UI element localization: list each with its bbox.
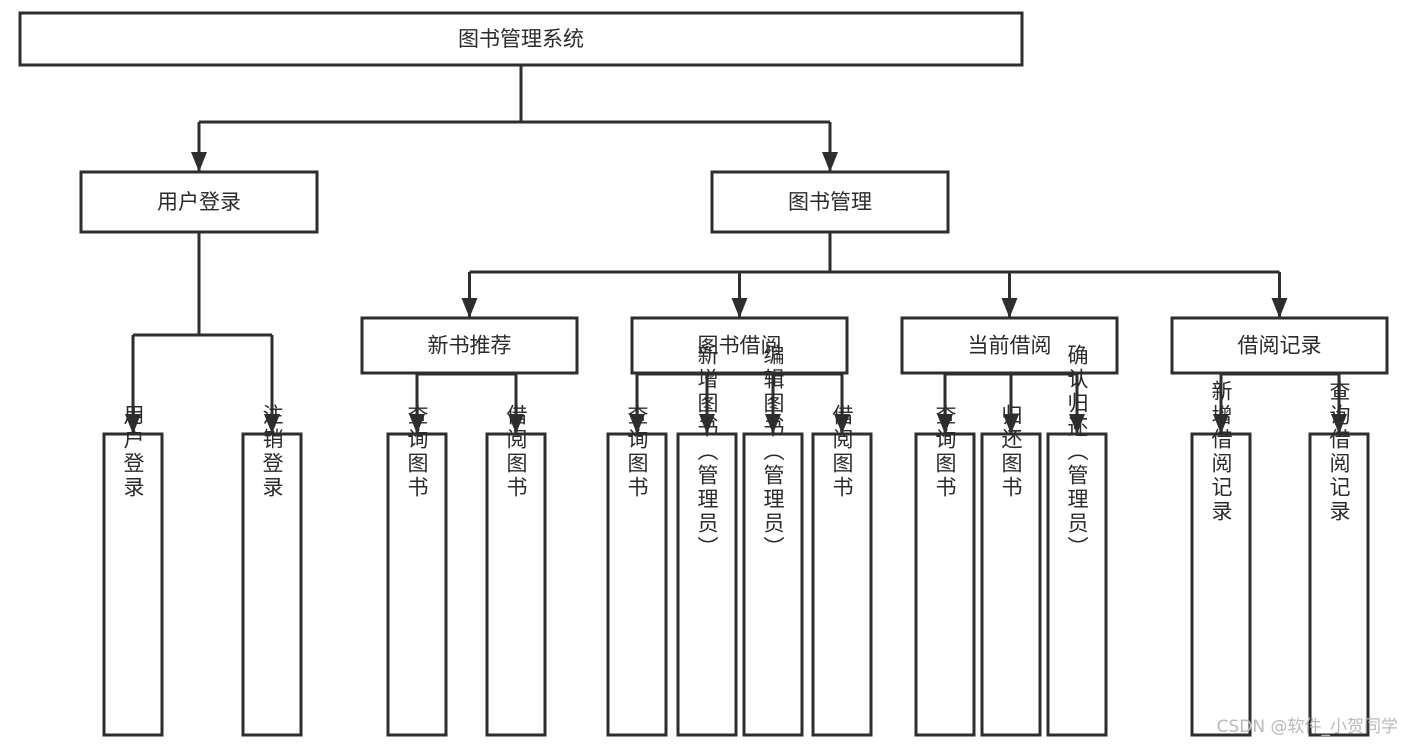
- arrow-head-borrow-record: [1271, 298, 1288, 318]
- edge-group-from-book-manage: [461, 232, 1288, 318]
- node-leaf-user-login[interactable]: 用户登录: [102, 404, 164, 737]
- csdn-watermark: CSDN @软件_小贺同学: [1217, 717, 1398, 737]
- arrow-head-leaf-borrow-book: [834, 414, 850, 434]
- node-leaf-query-record-box[interactable]: [1308, 432, 1370, 737]
- node-leaf-query-book-current[interactable]: 查询图书: [914, 404, 976, 737]
- arrow-head-leaf-confirm-return: [1069, 414, 1085, 434]
- arrow-head-leaf-edit-book: [765, 414, 781, 434]
- arrow-head-leaf-query-book-rec: [409, 414, 425, 434]
- arrow-head-leaf-borrow-book-rec: [508, 414, 524, 434]
- node-borrow-record[interactable]: 借阅记录: [1170, 316, 1389, 375]
- node-leaf-query-book-rec[interactable]: 查询图书: [386, 404, 448, 737]
- connector-layer: [125, 65, 1347, 434]
- node-book-manage-label: 图书管理: [788, 190, 872, 214]
- edge-group-from-book-borrow: [629, 372, 850, 434]
- node-book-manage-box[interactable]: [710, 170, 950, 234]
- node-leaf-edit-book-label: 编辑图书（管理员）: [761, 344, 785, 560]
- arrow-head-book-borrow: [731, 298, 748, 318]
- node-leaf-borrow-book-box[interactable]: [811, 432, 873, 737]
- node-leaf-query-book-borrow-label: 查询图书: [625, 404, 649, 500]
- node-leaf-add-book-label: 新增图书（管理员）: [695, 344, 719, 560]
- node-leaf-logout-box[interactable]: [241, 432, 303, 737]
- node-book-manage[interactable]: 图书管理: [710, 170, 950, 234]
- node-user-login[interactable]: 用户登录: [79, 170, 319, 234]
- node-leaf-add-book[interactable]: 新增图书（管理员）: [676, 344, 738, 737]
- arrow-head-leaf-return-book: [1003, 414, 1019, 434]
- arrow-head-leaf-add-record: [1213, 414, 1229, 434]
- node-leaf-confirm-return-label: 确认归还（管理员）: [1065, 344, 1089, 560]
- node-leaf-edit-book-box[interactable]: [742, 432, 804, 737]
- node-new-book-recommend[interactable]: 新书推荐: [360, 316, 579, 375]
- node-leaf-add-record-label: 新增借阅记录: [1209, 380, 1233, 524]
- node-borrow-record-label: 借阅记录: [1238, 334, 1322, 358]
- node-book-borrow-label: 图书借阅: [698, 334, 782, 358]
- arrow-head-leaf-query-record: [1331, 414, 1347, 434]
- node-leaf-query-book-current-label: 查询图书: [933, 404, 957, 500]
- edge-group-from-root: [191, 65, 838, 172]
- node-leaf-edit-book[interactable]: 编辑图书（管理员）: [742, 344, 804, 737]
- arrow-head-leaf-logout: [264, 414, 280, 434]
- node-root-box[interactable]: [18, 11, 1024, 67]
- node-leaf-return-book-label: 归还图书: [999, 404, 1023, 500]
- node-leaf-query-record-label: 查询借阅记录: [1327, 380, 1351, 524]
- node-leaf-query-record[interactable]: 查询借阅记录: [1308, 380, 1370, 737]
- node-root[interactable]: 图书管理系统: [18, 11, 1024, 67]
- node-current-borrow[interactable]: 当前借阅: [900, 316, 1119, 375]
- node-book-borrow[interactable]: 图书借阅: [630, 316, 849, 375]
- node-root-label: 图书管理系统: [458, 27, 584, 51]
- arrow-head-current-borrow: [1001, 298, 1018, 318]
- node-leaf-return-book[interactable]: 归还图书: [980, 404, 1042, 737]
- node-new-book-recommend-box[interactable]: [360, 316, 579, 375]
- arrow-head-new-book-recommend: [461, 298, 478, 318]
- node-leaf-logout-label: 注销登录: [260, 404, 284, 500]
- arrow-head-leaf-add-book: [699, 414, 715, 434]
- node-user-login-label: 用户登录: [157, 190, 241, 214]
- node-leaf-borrow-book-rec-box[interactable]: [485, 432, 547, 737]
- node-leaf-add-record-box[interactable]: [1190, 432, 1252, 737]
- arrow-head-leaf-user-login: [125, 414, 141, 434]
- node-current-borrow-box[interactable]: [900, 316, 1119, 375]
- node-leaf-query-book-rec-label: 查询图书: [405, 404, 429, 500]
- node-current-borrow-label: 当前借阅: [968, 334, 1052, 358]
- node-book-borrow-box[interactable]: [630, 316, 849, 375]
- node-leaf-user-login-box[interactable]: [102, 432, 164, 737]
- arrow-head-book-manage: [822, 152, 838, 172]
- node-leaf-borrow-book-rec[interactable]: 借阅图书: [485, 404, 547, 737]
- node-leaf-query-book-borrow-box[interactable]: [606, 432, 668, 737]
- node-leaf-logout[interactable]: 注销登录: [241, 404, 303, 737]
- node-leaf-borrow-book[interactable]: 借阅图书: [811, 404, 873, 737]
- node-leaf-return-book-box[interactable]: [980, 432, 1042, 737]
- arrow-head-user-login: [191, 152, 207, 172]
- arrow-head-leaf-query-book-borrow: [629, 414, 645, 434]
- arrow-head-leaf-query-book-current: [937, 414, 953, 434]
- node-new-book-recommend-label: 新书推荐: [428, 334, 512, 358]
- node-leaf-query-book-current-box[interactable]: [914, 432, 976, 737]
- node-layer: 图书管理系统用户登录图书管理新书推荐图书借阅当前借阅借阅记录用户登录注销登录查询…: [18, 11, 1389, 737]
- node-user-login-box[interactable]: [79, 170, 319, 234]
- node-leaf-confirm-return-box[interactable]: [1046, 432, 1108, 737]
- node-leaf-add-book-box[interactable]: [676, 432, 738, 737]
- edge-group-from-user-login: [125, 232, 280, 434]
- node-borrow-record-box[interactable]: [1170, 316, 1389, 375]
- node-leaf-user-login-label: 用户登录: [121, 404, 145, 500]
- node-leaf-query-book-rec-box[interactable]: [386, 432, 448, 737]
- node-leaf-confirm-return[interactable]: 确认归还（管理员）: [1046, 344, 1108, 737]
- node-leaf-borrow-book-rec-label: 借阅图书: [504, 404, 528, 500]
- node-leaf-add-record[interactable]: 新增借阅记录: [1190, 380, 1252, 737]
- node-leaf-query-book-borrow[interactable]: 查询图书: [606, 404, 668, 737]
- node-leaf-borrow-book-label: 借阅图书: [830, 404, 854, 500]
